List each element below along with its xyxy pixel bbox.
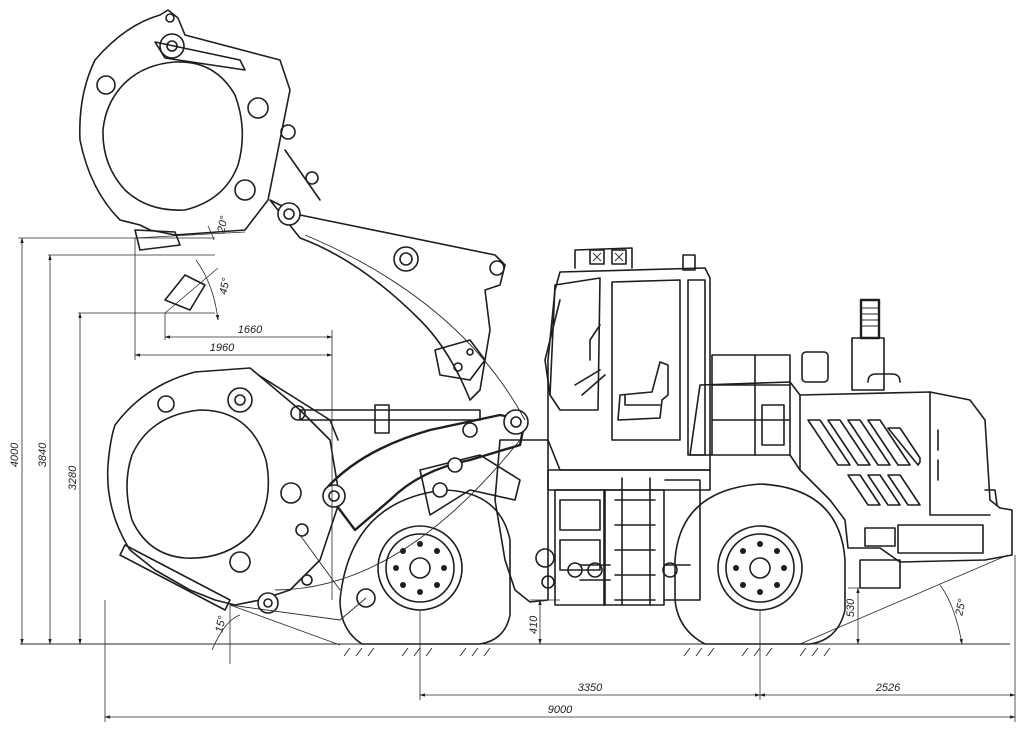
hood-grille [807,419,921,506]
rear-wheel [674,483,846,645]
angle-dimensions [134,225,1009,664]
boom-lowered [299,404,529,532]
grab-raised [78,9,319,311]
dim-reach-1960: 1960 [210,342,235,354]
angle-45: 45° [217,276,232,295]
dim-length-9000: 9000 [548,704,573,716]
dim-clearance-530: 530 [845,598,857,617]
dim-clearance-410: 410 [528,615,540,634]
dim-reach-1660: 1660 [238,324,263,336]
boom-raised [269,149,526,591]
dim-height-4000: 4000 [9,442,21,467]
angle-15: 15° [213,614,228,633]
dim-wheelbase-3350: 3350 [578,682,603,694]
angle-20: 20° [215,214,231,234]
height-dimensions [18,237,333,645]
grab-lowered [106,367,376,621]
front-wheel [339,489,511,645]
clearance-dimensions [530,587,880,645]
dim-height-3280: 3280 [67,465,79,490]
cab [544,247,711,606]
reach-dimensions [134,335,333,357]
rear-body [689,298,1013,589]
front-frame [494,439,701,606]
air-precleaner [801,351,829,383]
ground-line [20,643,1010,657]
length-dimensions [104,555,1016,722]
dim-overhang-2526: 2526 [875,682,901,694]
dim-height-3840: 3840 [37,442,49,467]
exhaust-stack [851,298,885,391]
angle-25: 25° [953,597,969,617]
